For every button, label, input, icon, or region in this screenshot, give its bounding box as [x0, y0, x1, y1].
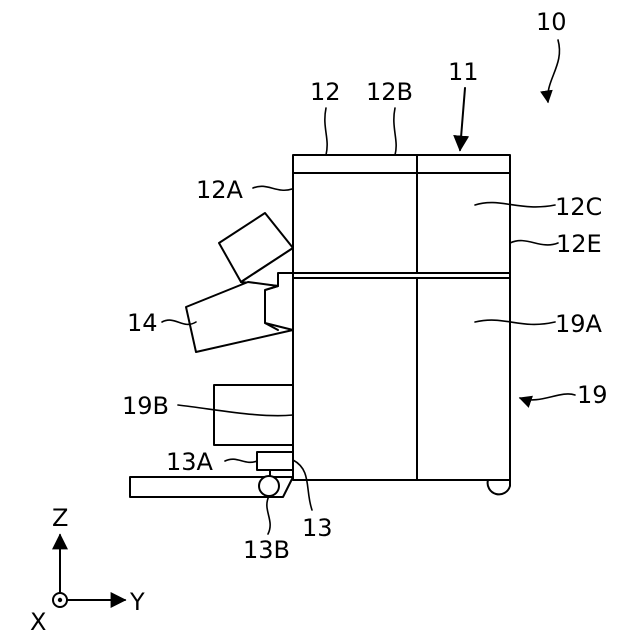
- axis-label-z: Z: [52, 504, 68, 532]
- coordinate-axes: Z Y X: [30, 504, 145, 636]
- label-12C: 12C: [555, 193, 602, 221]
- label-10: 10: [536, 8, 567, 36]
- label-19A: 19A: [555, 310, 603, 338]
- bracket-13A: [257, 452, 293, 470]
- axis-label-y: Y: [129, 588, 145, 616]
- label-19B: 19B: [122, 392, 169, 420]
- axis-label-x: X: [30, 608, 46, 636]
- housing-body: [293, 155, 510, 273]
- rear-foot: [488, 480, 510, 494]
- label-19: 19: [577, 381, 608, 409]
- label-12: 12: [310, 78, 341, 106]
- label-13: 13: [302, 514, 333, 542]
- label-12E: 12E: [556, 230, 602, 258]
- label-13B: 13B: [243, 536, 290, 564]
- label-12B: 12B: [366, 78, 413, 106]
- caster-13B: [259, 476, 279, 496]
- output-tray: [186, 282, 293, 352]
- label-12A: 12A: [196, 176, 244, 204]
- top-feeder: [219, 213, 293, 290]
- label-14: 14: [127, 309, 158, 337]
- label-11: 11: [448, 58, 479, 86]
- lower-cabinet-body: [293, 273, 510, 494]
- label-13A: 13A: [166, 448, 214, 476]
